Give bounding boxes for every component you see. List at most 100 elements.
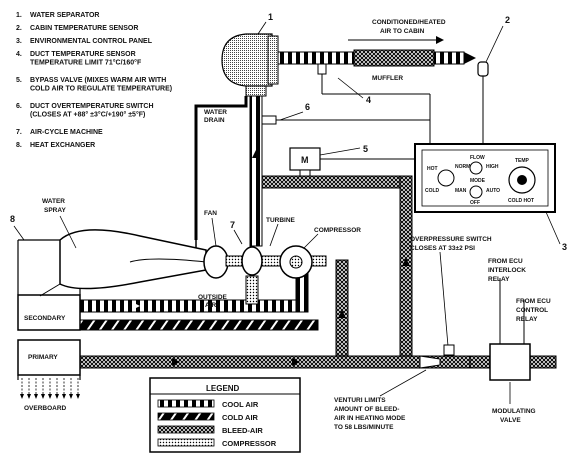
callout-4: 4 bbox=[366, 95, 371, 105]
parts-list-text: TEMPERATURE LIMIT 71°C/160°F bbox=[30, 59, 142, 67]
parts-list-text: (CLOSES AT +88° ±3°C/+190° ±5°F) bbox=[30, 111, 145, 119]
callout-6: 6 bbox=[305, 102, 310, 112]
label-outside-air-1: OUTSIDE bbox=[198, 294, 228, 301]
panel-off: OFF bbox=[470, 200, 480, 206]
label-overboard: OVERBOARD bbox=[24, 405, 67, 412]
callout-2-leader bbox=[485, 25, 504, 63]
label-conditioned-1: CONDITIONED/HEATED bbox=[372, 19, 446, 26]
overpressure-leader bbox=[439, 251, 449, 347]
legend: LEGEND COOL AIR COLD AIR BLEED-AIR COMPR… bbox=[149, 377, 301, 453]
heat-exchanger bbox=[17, 239, 81, 380]
panel-cold-hot: COLD HOT bbox=[508, 198, 534, 204]
callout-2: 2 bbox=[505, 15, 510, 25]
label-fan: FAN bbox=[204, 210, 217, 217]
hot-cold-knob[interactable] bbox=[437, 169, 455, 187]
cool-air-ducts bbox=[59, 271, 319, 331]
callout-6-leader bbox=[279, 111, 304, 121]
parts-list-text: BYPASS VALVE (MIXES WARM AIR WITH bbox=[30, 77, 166, 84]
callout-1-leader bbox=[257, 21, 267, 35]
label-interlock-2: INTERLOCK bbox=[488, 267, 526, 274]
air-cycle-machine bbox=[203, 245, 327, 305]
legend-item-cool: COOL AIR bbox=[222, 400, 259, 409]
parts-list-text: DUCT OVERTEMPERATURE SWITCH bbox=[30, 103, 154, 110]
label-water-drain-1: WATER bbox=[204, 109, 227, 116]
parts-list-text: AIR-CYCLE MACHINE bbox=[30, 129, 103, 136]
label-overpressure-1: OVERPRESSURE SWITCH bbox=[410, 236, 492, 243]
callout-3-leader bbox=[545, 211, 561, 245]
flow-switch[interactable] bbox=[469, 161, 483, 175]
callout-5: 5 bbox=[363, 144, 368, 154]
venturi-leader bbox=[379, 369, 427, 397]
label-water-spray-2: SPRAY bbox=[44, 207, 66, 214]
compressor-leader bbox=[303, 233, 319, 249]
parts-list-text: WATER SEPARATOR bbox=[30, 12, 99, 19]
water-separator bbox=[221, 33, 279, 97]
duct-temp-sensor bbox=[317, 63, 431, 144]
legend-swatch-cool bbox=[157, 399, 215, 408]
label-control-1: FROM ECU bbox=[516, 298, 551, 305]
label-turbine: TURBINE bbox=[266, 217, 296, 224]
legend-item-bleed: BLEED-AIR bbox=[222, 426, 263, 435]
bypass-valve-label: M bbox=[301, 155, 309, 165]
label-interlock-1: FROM ECU bbox=[488, 258, 523, 265]
panel-temp: TEMP bbox=[515, 158, 530, 164]
overboard-arrowhead bbox=[27, 394, 31, 399]
cabin-temp-sensor bbox=[477, 61, 489, 144]
overboard-arrowhead bbox=[48, 394, 52, 399]
environmental-control-panel bbox=[414, 143, 556, 213]
panel-high: HIGH bbox=[486, 164, 499, 170]
legend-item-compressor: COMPRESSOR bbox=[222, 439, 277, 448]
panel-man: MAN bbox=[455, 188, 467, 194]
callout-7: 7 bbox=[230, 220, 235, 230]
callout-8: 8 bbox=[10, 214, 15, 224]
parts-list-text: CABIN TEMPERATURE SENSOR bbox=[30, 25, 138, 32]
overboard-arrowhead bbox=[76, 394, 80, 399]
overboard-arrowhead bbox=[20, 394, 24, 399]
overboard-arrows bbox=[20, 378, 80, 399]
panel-hot: HOT bbox=[427, 166, 438, 172]
label-muffler: MUFFLER bbox=[372, 75, 403, 82]
parts-list-text: COLD AIR TO REGULATE TEMPERATURE) bbox=[30, 86, 172, 93]
overboard-arrowhead bbox=[41, 394, 45, 399]
overboard-arrowhead bbox=[62, 394, 66, 399]
mode-switch[interactable] bbox=[469, 185, 483, 199]
venturi-and-valve bbox=[419, 278, 557, 381]
label-conditioned-2: AIR TO CABIN bbox=[380, 28, 425, 35]
parts-list-number: 7. bbox=[16, 129, 22, 136]
fan-leader bbox=[211, 217, 217, 247]
label-outside-air-2: AIR bbox=[205, 302, 217, 309]
label-venturi-3: AIR IN HEATING MODE bbox=[334, 415, 406, 422]
label-water-spray-1: WATER bbox=[42, 198, 65, 205]
bleed-air-ducts bbox=[59, 175, 471, 369]
label-control-3: RELAY bbox=[516, 316, 538, 323]
parts-list-number: 3. bbox=[16, 38, 22, 45]
legend-swatch-cold bbox=[157, 412, 215, 421]
label-water-drain-2: DRAIN bbox=[204, 117, 225, 124]
label-venturi-4: TO 58 LBS/MINUTE bbox=[334, 424, 394, 431]
label-primary: PRIMARY bbox=[28, 354, 58, 361]
water-spray-leader bbox=[59, 215, 77, 249]
overboard-arrowhead bbox=[55, 394, 59, 399]
label-venturi-2: AMOUNT OF BLEED- bbox=[334, 406, 399, 413]
callout-5-leader bbox=[319, 147, 361, 156]
label-modulating-2: VALVE bbox=[500, 417, 521, 424]
overboard-arrowhead bbox=[34, 394, 38, 399]
parts-list-text: ENVIRONMENTAL CONTROL PANEL bbox=[30, 38, 153, 45]
label-interlock-3: RELAY bbox=[488, 276, 510, 283]
callout-1: 1 bbox=[268, 12, 273, 22]
legend-swatch-bleed bbox=[157, 425, 215, 434]
parts-list-text: HEAT EXCHANGER bbox=[30, 142, 95, 149]
panel-norm: NORM bbox=[455, 164, 470, 170]
overtemp-switch bbox=[261, 115, 430, 125]
parts-list-number: 8. bbox=[16, 142, 22, 149]
parts-list-number: 2. bbox=[16, 25, 22, 32]
legend-item-cold: COLD AIR bbox=[222, 413, 259, 422]
label-modulating-1: MODULATING bbox=[492, 408, 536, 415]
label-venturi-1: VENTURI LIMITS bbox=[334, 397, 386, 404]
callout-8-leader bbox=[13, 225, 25, 241]
turbine-leader bbox=[269, 223, 279, 247]
panel-mode: MODE bbox=[470, 178, 486, 184]
callout-7-leader bbox=[233, 229, 243, 245]
legend-title: LEGEND bbox=[206, 384, 240, 393]
